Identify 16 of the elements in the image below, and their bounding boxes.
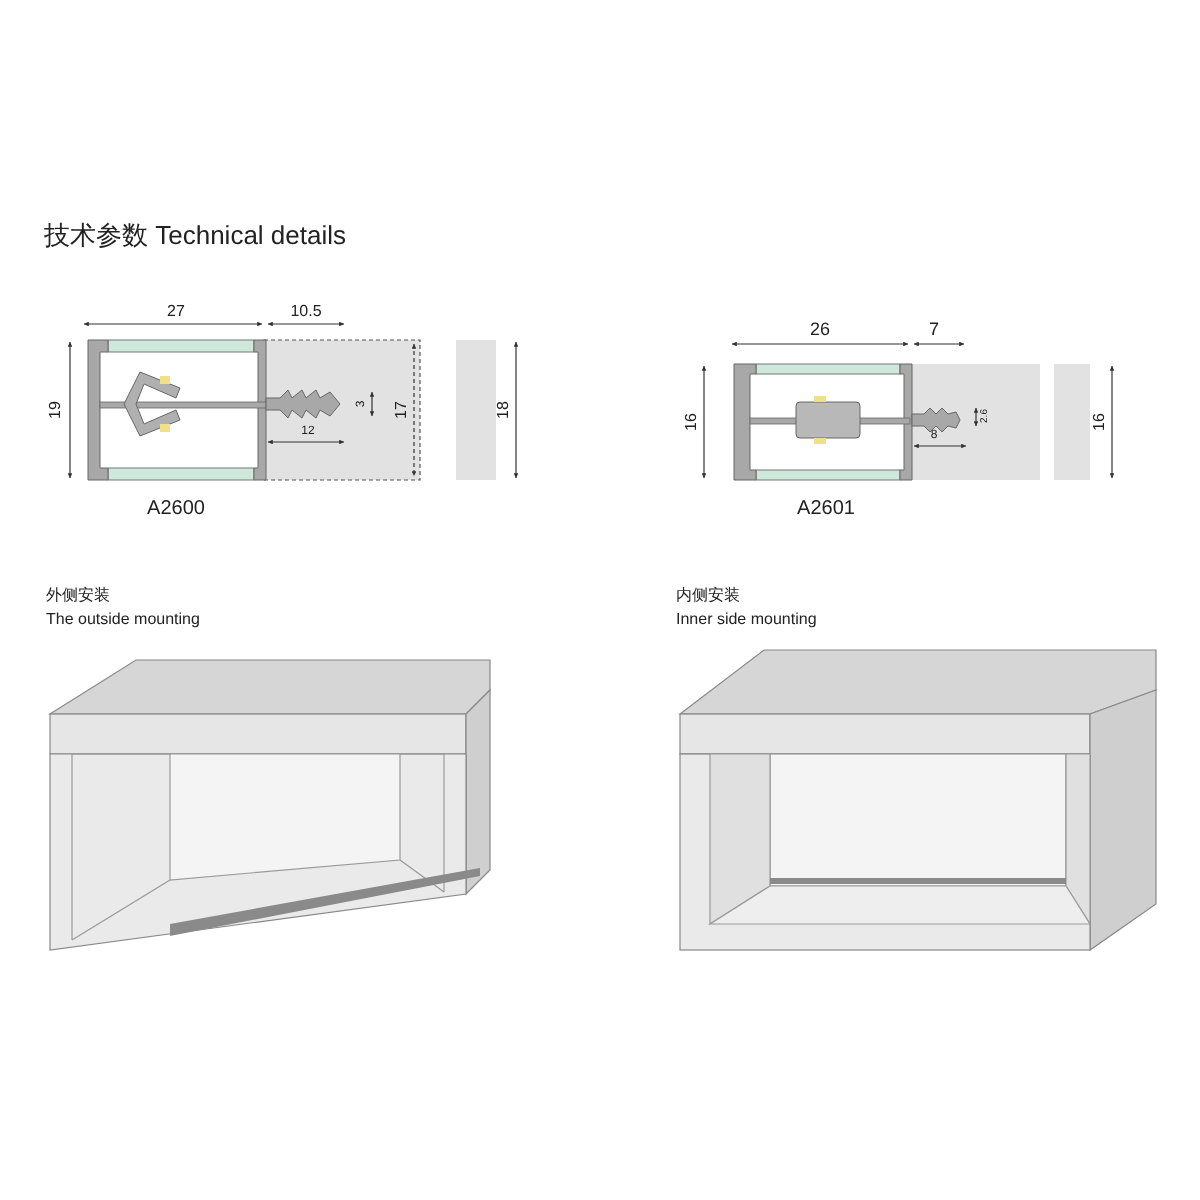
model-label: A2601 — [797, 500, 855, 520]
dimension-label: 27 — [167, 304, 185, 320]
dimension-label: 10.5 — [290, 304, 322, 320]
dimension-label: 17 — [394, 401, 410, 419]
heading: 技术参数 Technical details — [44, 222, 346, 248]
caption: 外侧安装 — [46, 588, 110, 604]
dimension-label: 16 — [684, 413, 700, 431]
model-label: A2600 — [147, 500, 205, 520]
caption: Inner side mounting — [676, 612, 817, 628]
dimension-label: 16 — [1092, 413, 1108, 431]
dimension-label: 18 — [496, 401, 512, 419]
caption: 内侧安装 — [676, 588, 740, 604]
caption: The outside mounting — [46, 612, 200, 628]
dimension-label: 7 — [929, 321, 939, 339]
dimension-label: 26 — [810, 321, 830, 339]
dimension-label: 19 — [48, 401, 64, 419]
